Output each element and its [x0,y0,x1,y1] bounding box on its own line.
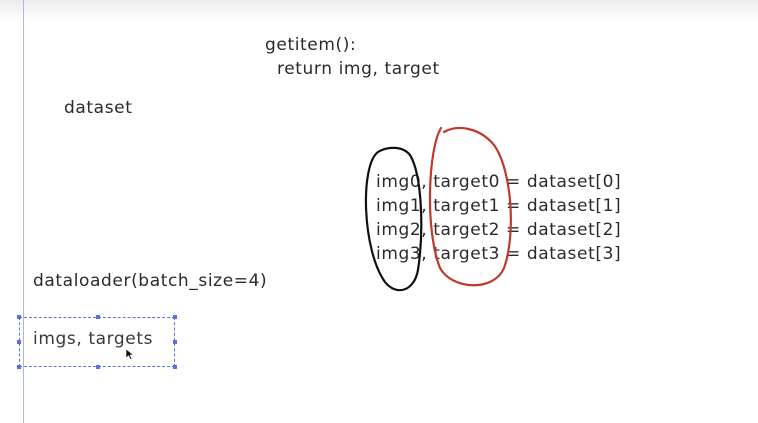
pair-row-3: img3,target3= dataset[3] [376,242,621,266]
resize-handle-top[interactable] [96,315,100,319]
pair-rhs: = dataset[0] [506,172,622,192]
text-selection-box[interactable]: imgs, targets [17,315,177,369]
pair-rhs: = dataset[1] [506,196,622,216]
pair-rhs: = dataset[3] [506,244,622,264]
getitem-code: getitem(): return img, target [265,33,440,81]
dataset-label: dataset [64,98,133,118]
pair-target: target1 [433,196,501,216]
code-line-return: return img, target [277,59,440,79]
code-line-getitem: getitem(): [265,35,357,55]
resize-handle-bottom-right[interactable] [173,365,177,369]
pair-img: img2, [376,220,428,240]
pair-row-0: img0,target0= dataset[0] [376,170,621,194]
dataloader-call: dataloader(batch_size=4) [33,271,268,291]
dataset-pairs: img0,target0= dataset[0] img1,target1= d… [376,170,621,266]
resize-handle-bottom-left[interactable] [17,365,21,369]
pair-img: img0, [376,172,428,192]
resize-handle-left[interactable] [17,340,21,344]
resize-handle-top-right[interactable] [173,315,177,319]
pair-img: img1, [376,196,428,216]
pair-target: target2 [433,220,501,240]
pair-row-2: img2,target2= dataset[2] [376,218,621,242]
mouse-pointer-icon [125,348,135,360]
pair-target: target0 [433,172,501,192]
pair-img: img3, [376,244,428,264]
pair-target: target3 [433,244,501,264]
resize-handle-bottom[interactable] [96,365,100,369]
resize-handle-right[interactable] [173,340,177,344]
pair-rhs: = dataset[2] [506,220,622,240]
pair-row-1: img1,target1= dataset[1] [376,194,621,218]
page-margin-line [23,0,24,423]
resize-handle-top-left[interactable] [17,315,21,319]
selected-text-imgs-targets[interactable]: imgs, targets [33,329,154,349]
top-toolbar-shadow [0,0,758,22]
